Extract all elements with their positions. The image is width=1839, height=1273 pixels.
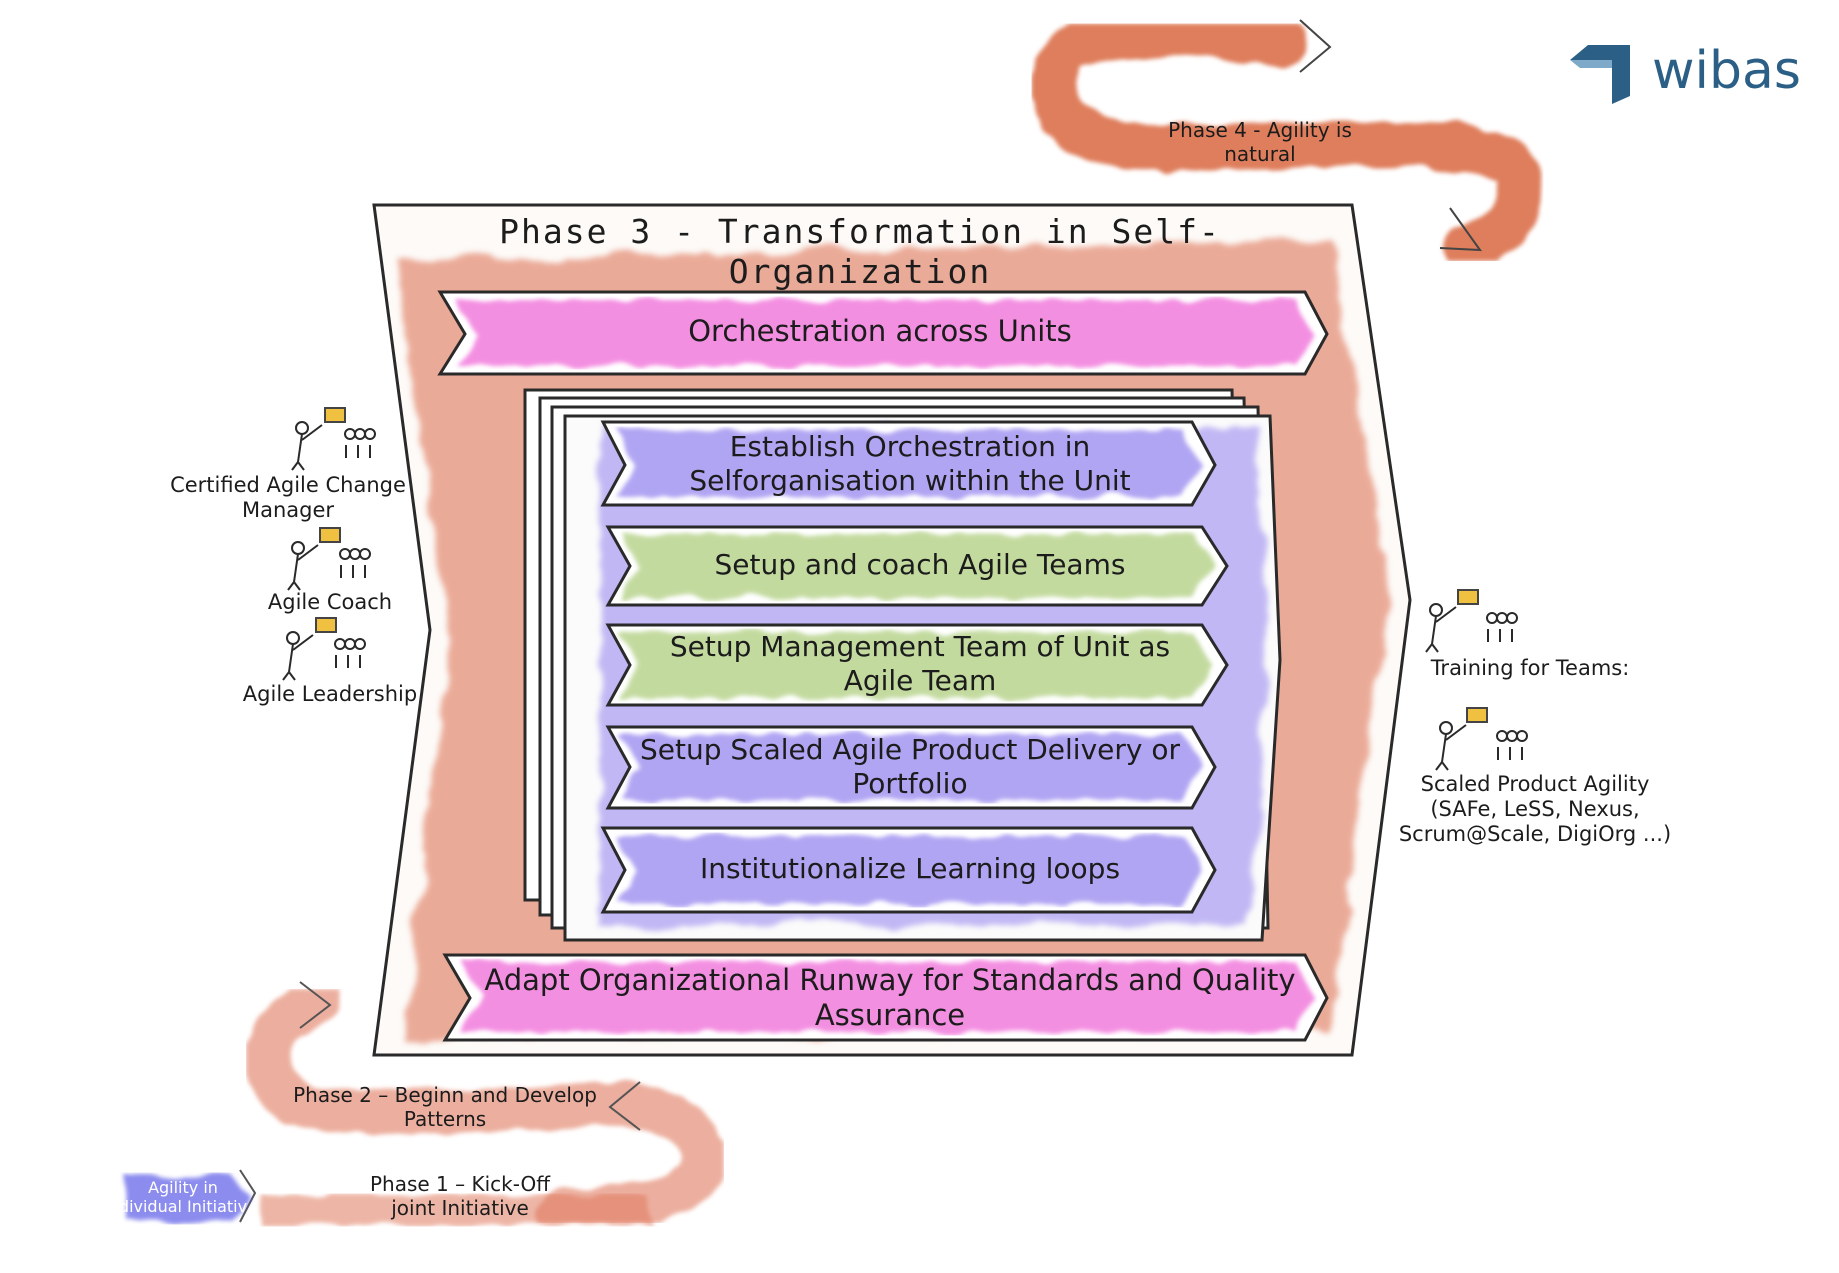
phase2-arrow [246, 978, 724, 1234]
training-teams-icon [1425, 589, 1518, 653]
agile-leadership-icon [282, 617, 366, 681]
top-bar-shape [437, 290, 1329, 376]
start-arrow [125, 1175, 252, 1222]
bottom-bar-shape [442, 953, 1329, 1042]
agile-coach-icon [287, 527, 371, 591]
training-scaled-product-agility: Scaled Product Agility(SAFe, LeSS, Nexus… [1398, 772, 1672, 847]
phase3-title: Phase 3 - Transformation in Self-Organiz… [499, 212, 1221, 291]
wibas-logo-text: wibas [1652, 41, 1801, 101]
training-icons-right [1425, 589, 1528, 771]
role-agile-coach: Agile Coach [267, 590, 393, 614]
wibas-logo-icon [1570, 45, 1630, 104]
role-agile-leadership: Agile Leadership [242, 682, 418, 706]
step-2-label: Setup and coach Agile Teams [714, 548, 1126, 581]
bottom-bar-label: Adapt Organizational Runway for Standard… [484, 963, 1296, 1032]
training-for-teams: Training for Teams: [1430, 656, 1630, 680]
step-5-label: Institutionalize Learning loops [699, 852, 1121, 885]
phase4-arrow [1032, 11, 1544, 273]
agile-change-manager-icon [291, 407, 376, 471]
top-bar-label: Orchestration across Units [688, 314, 1072, 348]
step-chevrons [600, 420, 1229, 914]
phase1-arrow [239, 1169, 650, 1225]
scaled-agility-icon [1435, 707, 1528, 771]
role-icons-left [282, 407, 376, 681]
